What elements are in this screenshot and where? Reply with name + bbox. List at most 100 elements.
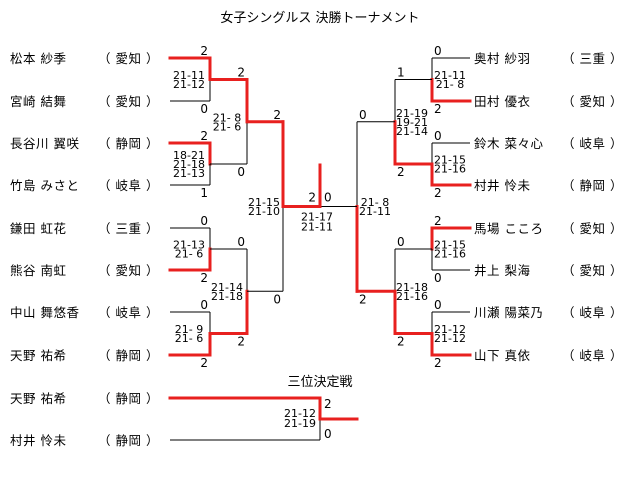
right-player-2: 田村 優衣 （ 愛知 ）	[474, 94, 623, 109]
page-title: 女子シングルス 決勝トーナメント	[220, 10, 419, 26]
game-score: 21- 6	[175, 332, 203, 345]
game-score: 19-21	[396, 116, 428, 129]
match-result: 0	[324, 427, 332, 441]
left-player-6: 熊谷 南虹（ 愛知 ）	[10, 263, 158, 278]
player-name: 山下 真依	[474, 348, 530, 363]
match-result: 2	[200, 356, 208, 370]
player-prefecture: （ 岐阜 ）	[562, 136, 623, 151]
third-place-player-1: 天野 祐希（ 静岡 ）	[10, 391, 158, 406]
match-result: 2	[200, 44, 208, 58]
player-prefecture: （ 静岡 ）	[98, 433, 159, 448]
final-result: 2	[308, 191, 316, 205]
player-prefecture: （ 愛知 ）	[562, 221, 623, 236]
player-name: 中山 舞悠香	[10, 305, 79, 320]
match-result: 1	[397, 66, 405, 80]
match-result: 0	[434, 271, 442, 285]
player-name: 田村 優衣	[474, 94, 530, 109]
game-score: 21-18	[173, 158, 205, 171]
player-prefecture: （ 岐阜 ）	[98, 178, 159, 193]
game-score: 21- 8	[361, 196, 389, 209]
player-name: 井上 梨海	[474, 263, 530, 278]
player-name: 熊谷 南虹	[10, 263, 66, 278]
right-player-1: 奥村 紗羽（ 三重 ）	[474, 51, 622, 66]
game-score: 21- 6	[213, 120, 241, 133]
game-score: 21-12	[434, 332, 466, 345]
match-result: 0	[434, 129, 442, 143]
game-score: 21-15	[434, 154, 466, 167]
game-score: 21-14	[211, 281, 243, 294]
match-result: 0	[237, 235, 245, 249]
player-name: 天野 祐希	[10, 391, 66, 406]
game-score: 21-16	[434, 163, 466, 176]
player-prefecture: （ 愛知 ）	[562, 94, 623, 109]
final-score: 21-17	[301, 211, 333, 224]
bracket-lines	[168, 56, 472, 441]
player-name: 宮崎 結舞	[10, 94, 66, 109]
match-result: 2	[434, 356, 442, 370]
player-prefecture: （ 愛知 ）	[98, 94, 159, 109]
player-name: 長谷川 翼咲	[10, 136, 79, 151]
match-result: 0	[273, 292, 281, 306]
player-prefecture: （ 岐阜 ）	[562, 305, 623, 320]
game-score: 21-10	[248, 205, 280, 218]
game-score: 21-11	[359, 205, 391, 218]
match-result: 0	[397, 235, 405, 249]
match-result: 2	[434, 102, 442, 116]
player-name: 奥村 紗羽	[474, 51, 530, 66]
left-player-2: 宮崎 結舞 （ 愛知 ）	[10, 94, 159, 109]
game-score: 21-11	[173, 69, 205, 82]
game-score: 21-13	[173, 239, 205, 252]
player-prefecture: （ 三重 ）	[98, 221, 159, 236]
final-score: 21-11	[301, 221, 333, 234]
match-result: 0	[434, 44, 442, 58]
left-player-7: 中山 舞悠香（ 岐阜 ）	[10, 305, 158, 320]
match-result: 0	[200, 102, 208, 116]
game-score: 21-19	[284, 417, 316, 430]
left-player-3: 長谷川 翼咲（ 静岡 ）	[10, 136, 158, 151]
match-result: 0	[200, 214, 208, 228]
player-name: 鎌田 虹花	[10, 221, 66, 236]
player-prefecture: （ 岐阜 ）	[562, 348, 623, 363]
game-score: 21-19	[396, 107, 428, 120]
game-score: 21-12	[173, 78, 205, 91]
game-score: 21-15	[434, 239, 466, 252]
game-score: 21- 6	[175, 248, 203, 261]
game-score: 18-21	[173, 149, 205, 162]
player-name: 川瀬 陽菜乃	[474, 305, 543, 320]
left-player-4: 竹島 みさと （ 岐阜 ）	[10, 178, 159, 193]
match-result: 0	[200, 298, 208, 312]
game-score: 21- 9	[175, 323, 203, 336]
game-score: 21-15	[248, 196, 280, 209]
match-result: 2	[434, 186, 442, 200]
match-result: 2	[237, 66, 245, 80]
game-score: 21-18	[396, 281, 428, 294]
right-player-8: 山下 真依 （ 岐阜 ）	[474, 348, 623, 363]
match-result: 2	[273, 108, 281, 122]
player-name: 天野 祐希	[10, 348, 66, 363]
player-name: 馬場 こころ	[474, 221, 543, 236]
right-player-6: 井上 梨海 （ 愛知 ）	[474, 263, 623, 278]
match-result: 2	[397, 165, 405, 179]
right-player-7: 川瀬 陽菜乃 （ 岐阜 ）	[474, 305, 623, 320]
match-result: 1	[200, 186, 208, 200]
right-player-5: 馬場 こころ （ 愛知 ）	[474, 221, 623, 236]
match-result: 2	[237, 335, 245, 349]
game-score: 21-12	[434, 323, 466, 336]
player-prefecture: （ 愛知 ）	[562, 263, 623, 278]
left-player-1: 松本 紗季 （ 愛知 ）	[10, 51, 159, 66]
player-name: 村井 怜未	[474, 178, 530, 193]
right-player-4: 村井 怜未（ 静岡 ）	[474, 178, 622, 193]
player-name: 竹島 みさと	[10, 178, 79, 193]
match-result: 2	[359, 292, 367, 306]
player-name: 村井 怜未	[10, 433, 66, 448]
game-score: 21-12	[284, 407, 316, 420]
left-player-5: 鎌田 虹花 （ 三重 ）	[10, 221, 159, 236]
player-prefecture: （ 愛知 ）	[98, 51, 159, 66]
bracket-texts: 女子シングルス 決勝トーナメント 松本 紗季 （ 愛知 ） 宮崎 結舞 （ 愛知 ） 長…	[10, 10, 623, 448]
game-score: 21-13	[173, 167, 205, 180]
player-name: 松本 紗季	[10, 51, 66, 66]
third-place-title: 三位決定戦	[287, 375, 352, 390]
match-result: 2	[200, 129, 208, 143]
match-result: 2	[434, 214, 442, 228]
